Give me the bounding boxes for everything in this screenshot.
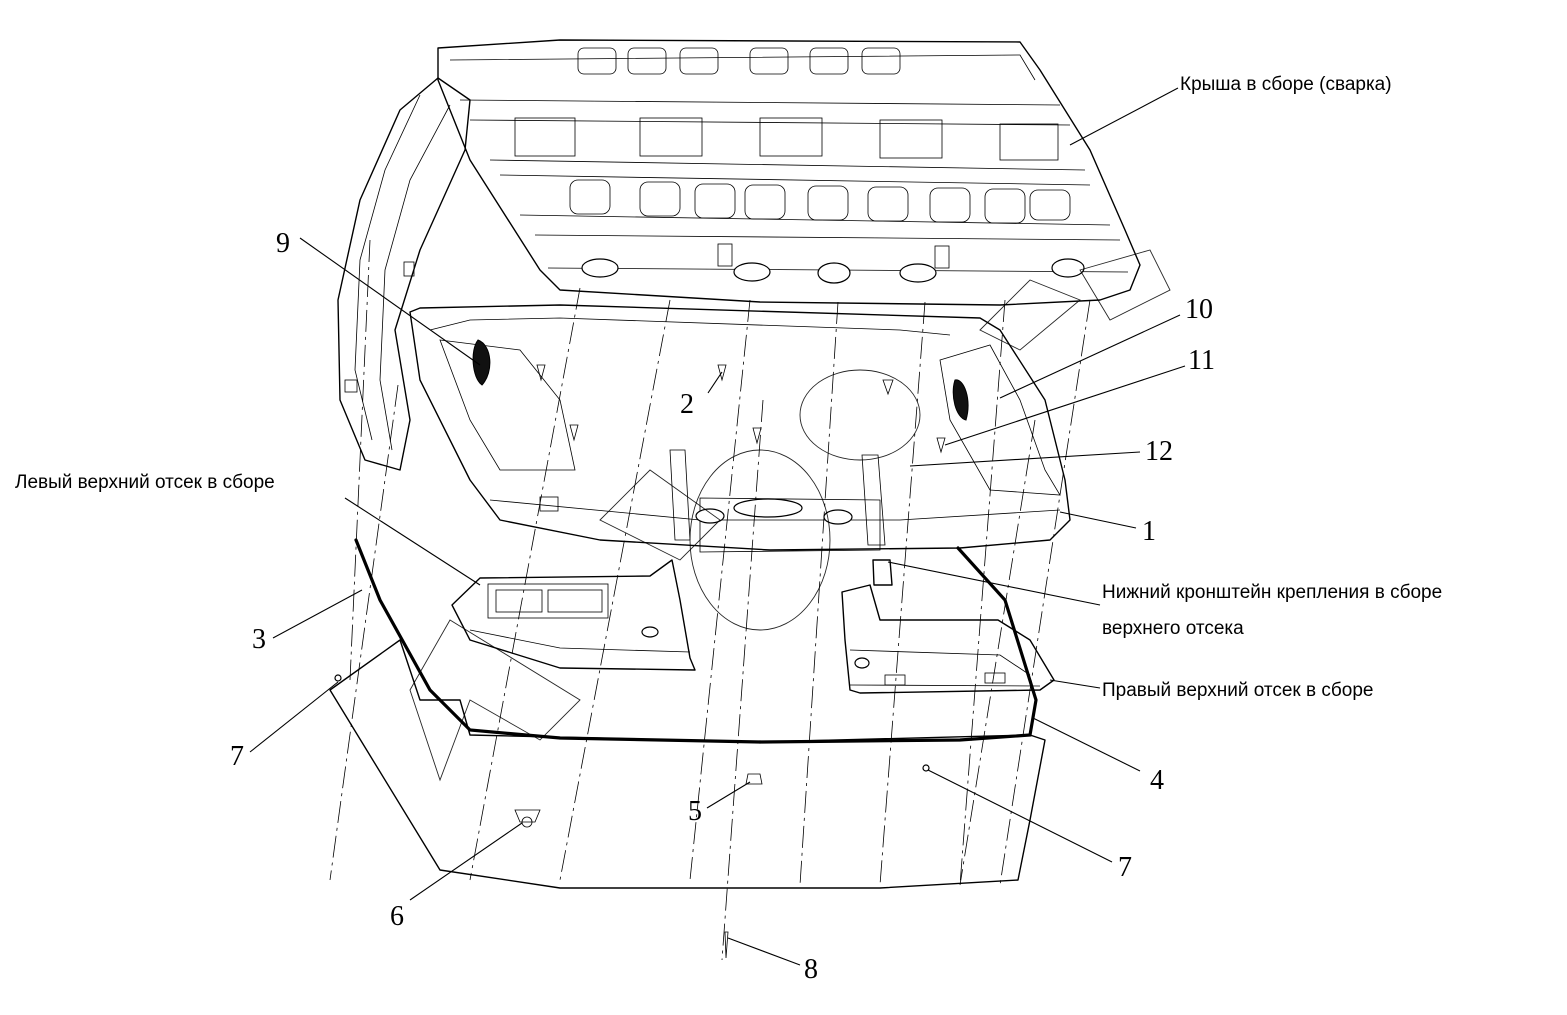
headliner-panel xyxy=(329,538,1046,959)
upper-shelf-panel xyxy=(409,304,1071,553)
callout-8: 8 xyxy=(804,954,818,985)
left-seal-strip xyxy=(354,538,762,744)
roof-assembly xyxy=(337,39,1141,471)
label-lower-bracket-line1: Нижний кронштейн крепления в сборе xyxy=(1102,582,1442,603)
lower-mounting-bracket xyxy=(872,559,893,586)
callout-6: 6 xyxy=(390,901,404,932)
roof-rear-panel xyxy=(581,243,1085,284)
callout-11: 11 xyxy=(1188,345,1215,376)
callout-7-left: 7 xyxy=(230,741,244,772)
label-left-upper-compartment: Левый верхний отсек в сборе xyxy=(15,472,275,493)
callout-labels: Крыша в сборе (сварка) Левый верхний отс… xyxy=(15,74,1442,701)
right-seal-strip xyxy=(758,546,1038,744)
callout-4: 4 xyxy=(1150,765,1164,796)
callout-7-right: 7 xyxy=(1118,852,1132,883)
leader-lines xyxy=(249,87,1186,966)
label-right-upper-compartment: Правый верхний отсек в сборе xyxy=(1102,680,1373,701)
clip-5 xyxy=(745,773,763,785)
label-lower-bracket-line2: верхнего отсека xyxy=(1102,618,1244,639)
callout-12: 12 xyxy=(1145,436,1173,467)
right-speaker-grille xyxy=(952,379,969,421)
callout-9: 9 xyxy=(276,228,290,259)
assembly-axes xyxy=(329,239,1091,961)
fasteners xyxy=(536,364,946,454)
roof-ribs xyxy=(514,47,1071,224)
left-speaker-grille xyxy=(472,339,491,386)
callout-1: 1 xyxy=(1142,516,1156,547)
callout-5: 5 xyxy=(688,796,702,827)
callout-10: 10 xyxy=(1185,294,1213,325)
roof-left-pillar xyxy=(337,77,471,471)
right-upper-compartment xyxy=(841,559,1055,694)
left-upper-compartment xyxy=(451,559,696,671)
callout-3: 3 xyxy=(252,624,266,655)
label-roof-assembly: Крыша в сборе (сварка) xyxy=(1180,74,1392,95)
watermark xyxy=(409,249,1171,782)
callout-numbers: 9 2 10 11 12 1 3 4 7 7 5 6 8 xyxy=(230,228,1215,985)
hanger-6 xyxy=(514,809,541,823)
callout-2: 2 xyxy=(680,389,694,420)
screw-8 xyxy=(724,931,729,959)
